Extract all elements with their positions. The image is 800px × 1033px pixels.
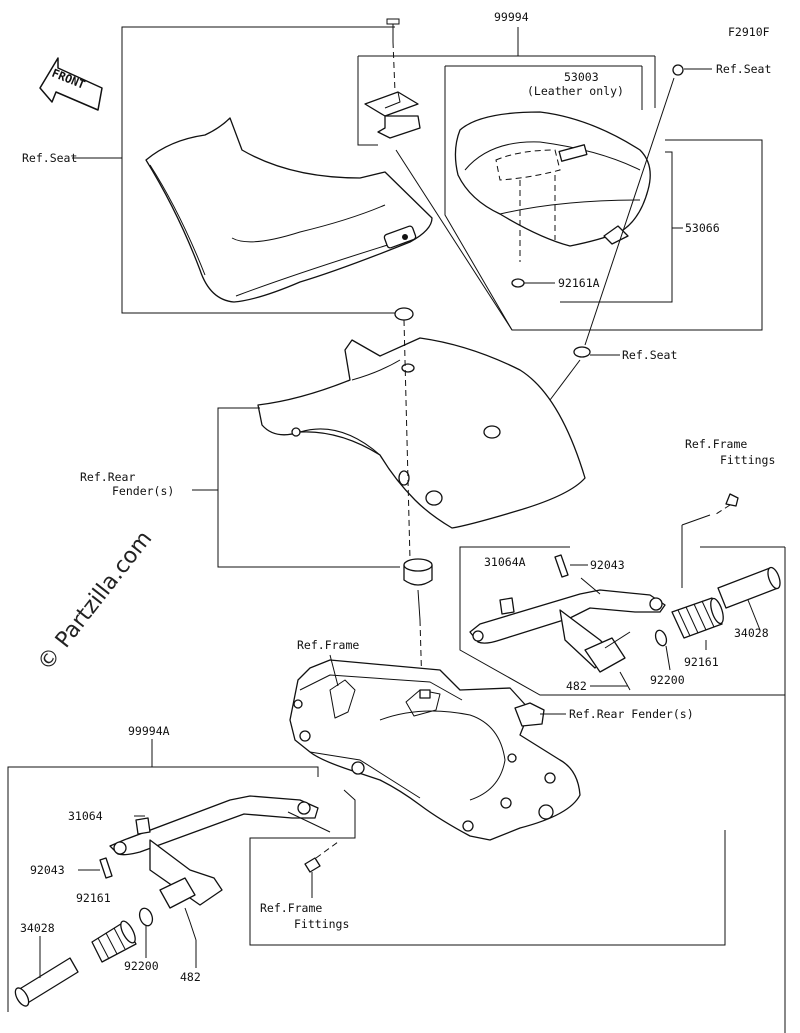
rubber-damper	[403, 558, 433, 691]
label-92161a: 92161A	[558, 276, 600, 290]
label-ref-frame: Ref.Frame	[297, 638, 359, 652]
label-ref-seat-top: Ref.Seat	[716, 62, 771, 76]
damper-washer	[394, 307, 414, 321]
passenger-seat	[454, 111, 651, 288]
label-ref-rear-fender-2: Fender(s)	[112, 484, 174, 498]
seat-bolt-icon	[584, 64, 712, 346]
label-482-left: 482	[180, 970, 201, 984]
watermark: © Partzilla.com	[33, 527, 157, 676]
label-53066: 53066	[685, 221, 720, 235]
label-ref-seat-mid: Ref.Seat	[622, 348, 677, 362]
label-leather-only: (Leather only)	[527, 84, 624, 98]
label-92161-right: 92161	[684, 655, 719, 669]
rear-fender	[257, 319, 586, 561]
label-ref-seat-left: Ref.Seat	[22, 151, 77, 165]
label-ref-frame-fittings-r2: Fittings	[720, 453, 775, 467]
seat-hook-bracket	[364, 18, 421, 139]
front-arrow-icon: FRONT	[39, 57, 103, 111]
label-ref-frame-fittings-l1: Ref.Frame	[260, 901, 322, 915]
right-footrest-group	[459, 493, 786, 1033]
label-92043-left: 92043	[30, 863, 65, 877]
label-ref-rear-fender-1: Ref.Rear	[80, 470, 135, 484]
label-31064: 31064	[68, 809, 103, 823]
label-34028-left: 34028	[20, 921, 55, 935]
left-footrest-group	[7, 739, 726, 1012]
label-99994: 99994	[494, 10, 529, 24]
seat-assembly-brackets	[72, 26, 763, 331]
label-ref-frame-fittings-r1: Ref.Frame	[685, 437, 747, 451]
seat-washer	[573, 346, 591, 358]
label-34028-right: 34028	[734, 626, 769, 640]
label-92161-left: 92161	[76, 891, 111, 905]
frame	[289, 654, 581, 841]
label-99994a: 99994A	[128, 724, 170, 738]
figure-code: F2910F	[728, 25, 770, 39]
label-53003: 53003	[564, 70, 599, 84]
label-ref-rear-fender-lower: Ref.Rear Fender(s)	[569, 707, 694, 721]
label-92043-right: 92043	[590, 558, 625, 572]
label-ref-frame-fittings-l2: Fittings	[294, 917, 349, 931]
label-92200-right: 92200	[650, 673, 685, 687]
label-482-right: 482	[566, 679, 587, 693]
rider-seat	[145, 117, 433, 303]
label-31064a: 31064A	[484, 555, 526, 569]
label-92200-left: 92200	[124, 959, 159, 973]
